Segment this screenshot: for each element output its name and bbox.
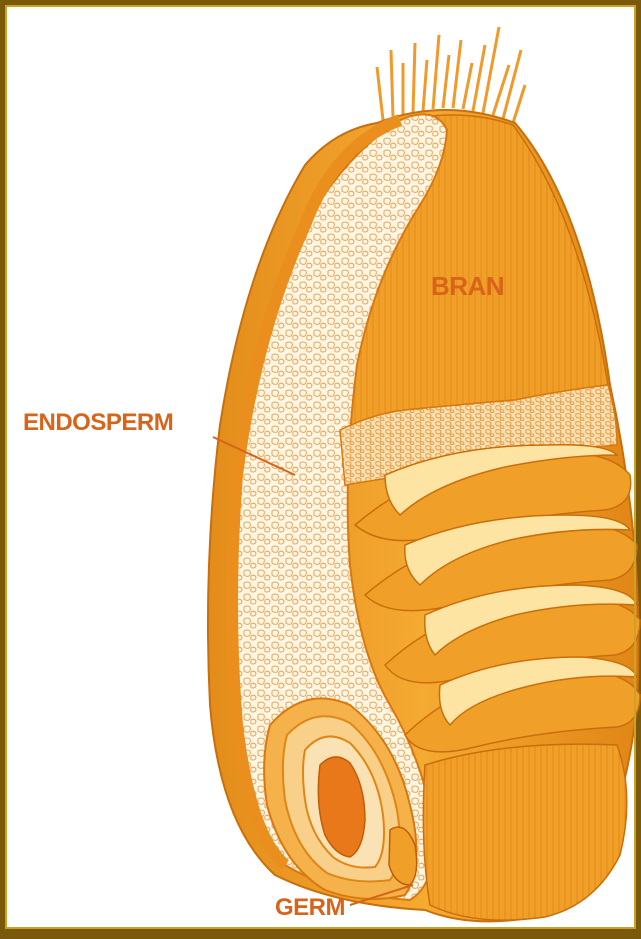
brush-hairs <box>377 27 525 123</box>
wheat-kernel-diagram: BRAN ENDOSPERM GERM <box>5 5 641 939</box>
germ-label: GERM <box>275 894 345 921</box>
endosperm-label: ENDOSPERM <box>23 409 173 436</box>
kernel-base <box>423 744 626 920</box>
bran-label: BRAN <box>431 271 504 301</box>
